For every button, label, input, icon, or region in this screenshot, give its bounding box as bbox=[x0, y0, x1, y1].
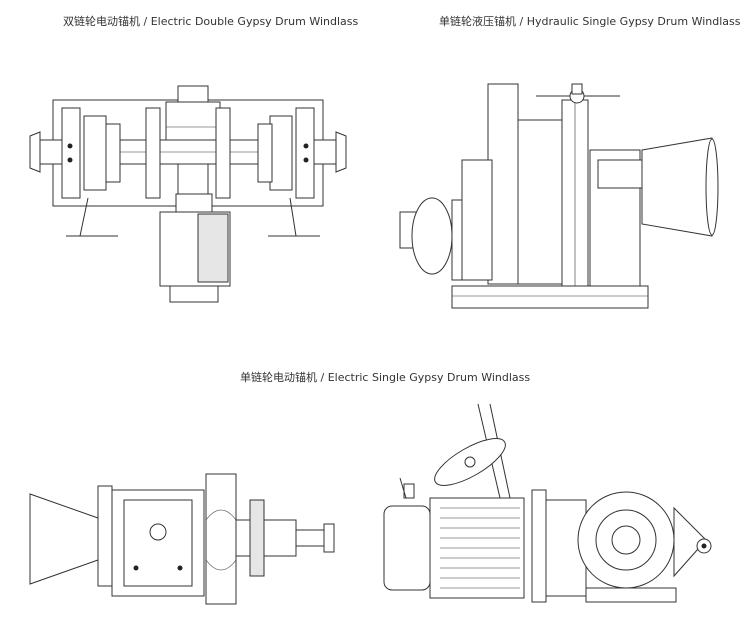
drawing-electric-single-section bbox=[29, 473, 335, 605]
right-warping-head bbox=[335, 131, 347, 173]
cable-drum bbox=[487, 83, 519, 285]
drawing-hydraulic-single bbox=[399, 83, 719, 309]
left-warping-head bbox=[29, 131, 41, 173]
drawing-electric-single-elevation bbox=[383, 403, 712, 603]
base-plate bbox=[451, 285, 649, 309]
left-gypsy bbox=[61, 107, 81, 199]
warping-head-section bbox=[29, 493, 99, 585]
drawing-double-gypsy bbox=[29, 85, 347, 303]
brake-handle-section bbox=[323, 523, 335, 553]
hydraulic-motor bbox=[411, 197, 453, 275]
right-gypsy bbox=[295, 107, 315, 199]
motor-endcap bbox=[383, 505, 431, 591]
caption-double-gypsy: 双链轮电动锚机 / Electric Double Gypsy Drum Win… bbox=[63, 15, 359, 28]
caption-hydraulic-single: 单链轮液压锚机 / Hydraulic Single Gypsy Drum Wi… bbox=[439, 15, 741, 28]
shaft-section bbox=[235, 519, 297, 557]
caption-electric-single: 单链轮电动锚机 / Electric Single Gypsy Drum Win… bbox=[240, 371, 531, 384]
gypsy-section bbox=[205, 473, 237, 605]
warping-drum bbox=[641, 137, 713, 237]
gypsy-housing bbox=[517, 119, 565, 285]
